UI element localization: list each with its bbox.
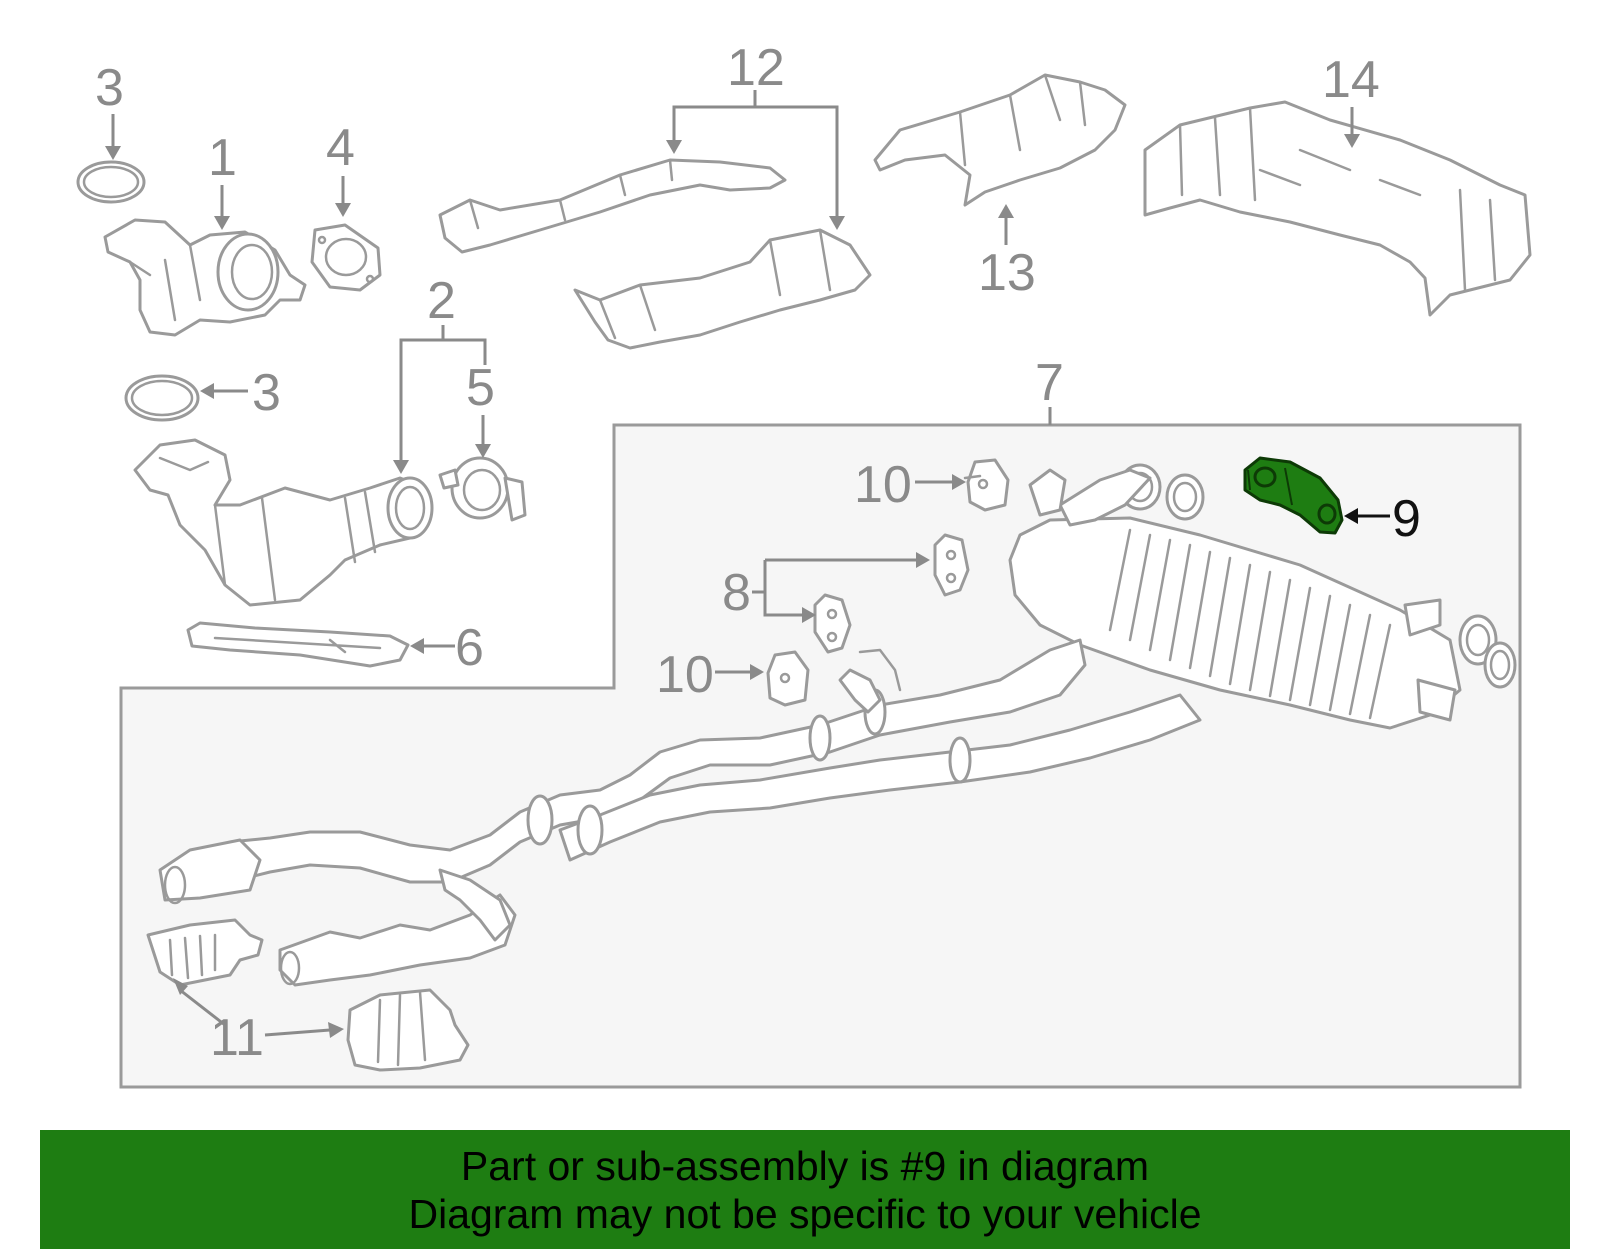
label-1: 1 <box>208 129 237 187</box>
part-11-heat-shields[interactable] <box>146 918 470 1072</box>
part-10-insulator-lower[interactable] <box>766 650 810 707</box>
arrow-3a <box>105 146 121 160</box>
part-10-insulator-upper[interactable] <box>963 458 1010 512</box>
info-banner: Part or sub-assembly is #9 in diagram Di… <box>40 1130 1570 1249</box>
label-5: 5 <box>466 359 495 417</box>
part-6-heat-shield[interactable] <box>186 621 410 668</box>
arrow-2 <box>393 460 409 474</box>
label-10a: 10 <box>854 456 912 514</box>
label-2: 2 <box>427 272 456 330</box>
label-7: 7 <box>1035 354 1064 412</box>
arrow-10a <box>952 474 966 490</box>
arrow-14 <box>1344 134 1360 148</box>
part-12-heat-shields[interactable] <box>438 158 872 350</box>
leader-8 <box>763 558 920 617</box>
part-3-gasket-top[interactable] <box>76 160 146 204</box>
part-8-hangers[interactable] <box>813 533 970 654</box>
label-11: 11 <box>210 1009 264 1067</box>
arrow-6 <box>410 638 424 654</box>
label-3b: 3 <box>252 364 281 422</box>
arrow-1 <box>214 216 230 230</box>
leader-11b <box>264 1028 331 1037</box>
part-1-converter[interactable] <box>103 218 307 337</box>
arrow-9 <box>1344 508 1358 524</box>
label-4: 4 <box>326 119 355 177</box>
arrow-5 <box>475 444 491 458</box>
arrow-13 <box>998 204 1014 218</box>
arrow-12a <box>666 140 682 154</box>
label-8: 8 <box>722 564 751 622</box>
label-14: 14 <box>1322 51 1380 109</box>
arrow-8a <box>916 552 930 568</box>
label-9: 9 <box>1392 490 1421 548</box>
part-9-bracket-highlighted[interactable] <box>1243 456 1344 535</box>
label-3a: 3 <box>95 59 124 117</box>
label-13: 13 <box>978 244 1036 302</box>
banner-line-2: Diagram may not be specific to your vehi… <box>408 1191 1202 1237</box>
arrow-12b <box>829 216 845 230</box>
label-6: 6 <box>455 619 484 677</box>
label-12: 12 <box>727 39 785 97</box>
arrow-3b <box>200 383 214 399</box>
arrow-4 <box>335 203 351 217</box>
label-10b: 10 <box>656 646 714 704</box>
part-13-heat-shield[interactable] <box>873 73 1127 207</box>
banner-line-1: Part or sub-assembly is #9 in diagram <box>460 1143 1150 1189</box>
arrow-10b <box>750 664 764 680</box>
arrow-11a <box>173 978 188 995</box>
part-4-flange-gasket[interactable] <box>310 223 382 292</box>
arrow-8b <box>802 607 816 623</box>
part-14-heat-shield[interactable] <box>1143 100 1532 317</box>
leader-11a <box>179 988 226 1027</box>
exhaust-system-assembly <box>158 463 1517 987</box>
part-3-gasket-lower[interactable] <box>124 374 200 422</box>
part-2-converter[interactable] <box>133 438 434 607</box>
arrow-11b <box>328 1022 344 1038</box>
part-5-clamp[interactable] <box>438 456 527 522</box>
